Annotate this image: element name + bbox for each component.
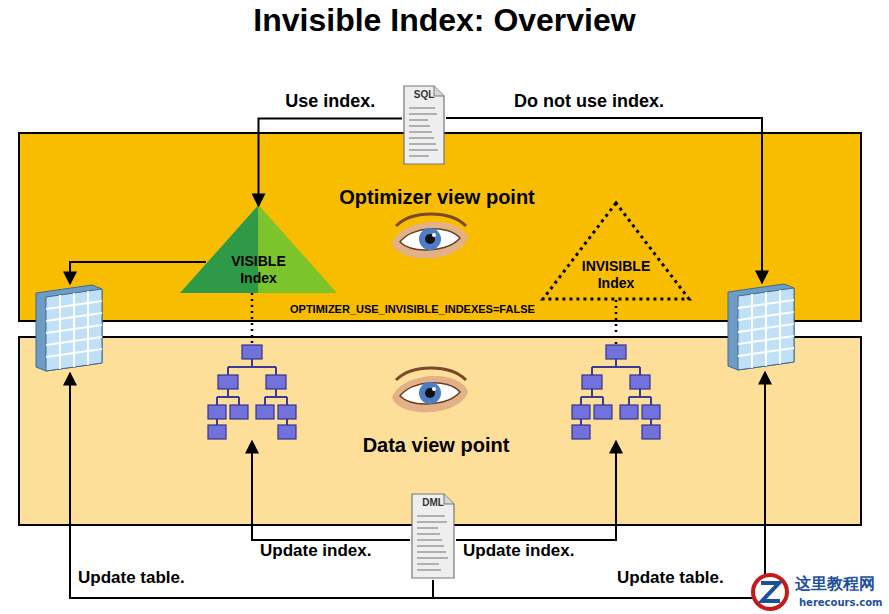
edge-label: Use index.	[285, 91, 375, 112]
index-label: INVISIBLE Index	[574, 258, 658, 292]
diagram-title: Invisible Index: Overview	[0, 2, 889, 39]
table-icon	[36, 285, 102, 371]
flow-label: Update index.	[463, 541, 574, 561]
band-heading: Optimizer view point	[287, 186, 587, 209]
table-icon	[728, 284, 794, 370]
document-icon: DML	[410, 492, 456, 580]
band-heading: Data view point	[286, 434, 586, 457]
watermark-text: 这里教程网	[795, 574, 875, 595]
index-label: VISIBLE Index	[223, 253, 295, 287]
document-icon: SQL	[402, 84, 446, 166]
document-label: SQL	[402, 89, 446, 100]
index-triangle: VISIBLE Index	[180, 205, 337, 293]
index-triangle: INVISIBLE Index	[540, 200, 692, 302]
flow-label: Update table.	[617, 568, 724, 588]
flow-label: Update index.	[260, 541, 371, 561]
watermark-logo	[753, 575, 787, 609]
document-label: DML	[410, 497, 456, 508]
connector-arrow	[259, 118, 403, 206]
flow-label: Do not use index.	[514, 91, 664, 112]
flow-label: Update table.	[78, 568, 185, 588]
parameter-note: OPTIMIZER_USE_INVISIBLE_INDEXES=FALSE	[290, 303, 535, 315]
watermark-text: herecours.com	[799, 597, 882, 608]
